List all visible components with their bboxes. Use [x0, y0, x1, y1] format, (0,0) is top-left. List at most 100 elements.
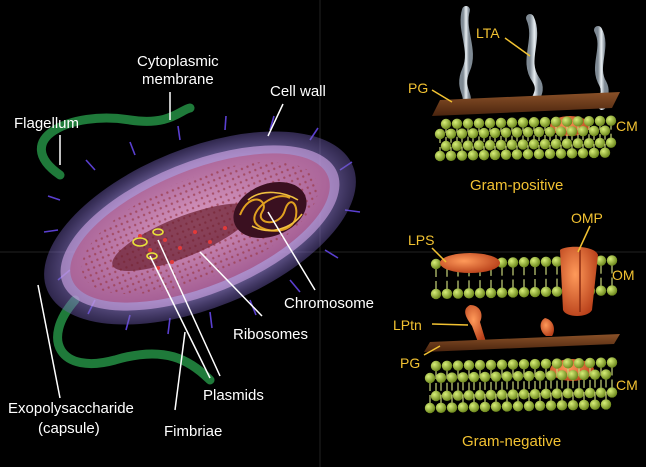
- label-exopolysaccharide-2: (capsule): [38, 420, 100, 437]
- label-fimbriae: Fimbriae: [164, 423, 222, 440]
- lipid-head: [467, 128, 479, 139]
- lipid-head: [584, 387, 596, 399]
- lipid-head: [600, 369, 612, 380]
- lipid-head: [446, 372, 458, 383]
- lipid-head: [556, 400, 568, 411]
- lipid-head: [566, 148, 578, 159]
- lipid-head: [606, 255, 618, 266]
- lipid-head: [550, 138, 562, 149]
- lipid-head: [551, 286, 563, 297]
- lipid-head: [452, 360, 464, 371]
- lipid-head: [440, 118, 452, 130]
- lipid-head: [606, 357, 618, 368]
- lipid-head: [507, 257, 519, 268]
- leader-lines: [37, 92, 316, 411]
- lipid-head: [501, 371, 513, 382]
- label-cm-gp: CM: [616, 118, 638, 134]
- cm-bilayer-gp: [434, 115, 617, 162]
- bacterium: Cytoplasmic membrane Cell wall Flagellum…: [8, 53, 374, 440]
- label-cytoplasmic-membrane-1: Cytoplasmic: [137, 53, 219, 70]
- lipid-head: [518, 257, 530, 268]
- label-lta: LTA: [476, 25, 500, 41]
- lipid-head: [600, 399, 612, 410]
- lipid-head: [540, 388, 552, 399]
- lipid-head: [545, 400, 557, 411]
- lipid-head: [478, 127, 490, 139]
- lipid-head: [485, 287, 497, 299]
- lipid-head: [534, 400, 546, 411]
- lipid-head: [463, 288, 475, 299]
- lipid-head: [555, 126, 567, 137]
- lipid-head: [523, 400, 535, 412]
- cm-bilayer-gn: [424, 357, 618, 414]
- lipid-head: [452, 288, 464, 299]
- lipid-head: [506, 139, 518, 150]
- flagellum-upper: [37, 103, 195, 180]
- lipid-head: [595, 387, 607, 398]
- label-exopolysaccharide-1: Exopolysaccharide: [8, 400, 134, 417]
- label-plasmids: Plasmids: [203, 387, 264, 404]
- lta-strand: [459, 6, 473, 106]
- lipid-head: [445, 150, 457, 161]
- lipid-head: [518, 359, 530, 370]
- lipid-head: [511, 127, 523, 138]
- lipid-head: [484, 139, 496, 151]
- lipid-head: [445, 128, 457, 139]
- lipid-head: [588, 147, 600, 159]
- lipid-head: [555, 148, 567, 159]
- lipid-head: [500, 149, 512, 160]
- chromosome: [233, 182, 307, 238]
- lipid-head: [517, 139, 529, 150]
- lipid-head: [539, 138, 551, 150]
- lipid-head: [430, 390, 442, 402]
- peptidoglycan-layer-gn: [424, 334, 620, 352]
- gram-positive-envelope: LTA PG CM Gram-positive: [408, 6, 638, 194]
- lipid-head: [529, 388, 541, 400]
- lipid-head: [434, 150, 446, 162]
- flagellum-lower: [53, 295, 215, 385]
- lipid-head: [451, 118, 463, 129]
- lipid-head: [533, 126, 545, 138]
- lipid-head: [478, 149, 490, 161]
- lipid-head: [489, 149, 501, 161]
- label-chromosome: Chromosome: [284, 295, 374, 312]
- lipoprotein: [465, 305, 486, 342]
- lipid-head: [440, 140, 452, 152]
- gram-negative-envelope: OMP LPS OM LPtn PG CM Gram-negative: [393, 210, 638, 450]
- label-cell-wall: Cell wall: [270, 83, 326, 100]
- lipid-head: [605, 115, 617, 126]
- lipid-head: [577, 147, 589, 159]
- omp-barrel: [560, 246, 598, 316]
- lipid-head: [457, 402, 469, 413]
- caption-gram-negative: Gram-negative: [462, 433, 561, 450]
- lipid-head: [457, 372, 469, 383]
- lipid-head: [474, 359, 486, 371]
- lipid-head: [507, 359, 519, 370]
- lipid-head: [512, 371, 524, 382]
- lipid-head: [490, 371, 502, 382]
- lipid-head: [566, 126, 578, 137]
- lipid-head: [584, 357, 596, 369]
- lipid-head: [606, 285, 618, 296]
- label-cytoplasmic-membrane-2: membrane: [142, 71, 214, 88]
- lipid-head: [588, 125, 600, 137]
- lipid-head: [489, 127, 501, 139]
- lps-protein: [440, 253, 500, 273]
- lipid-head: [512, 401, 524, 412]
- lipid-head: [545, 370, 557, 381]
- lipid-head: [595, 357, 607, 368]
- lipid-head: [430, 258, 442, 270]
- lipid-head: [451, 140, 463, 151]
- lipid-head: [551, 388, 563, 399]
- lipid-head: [594, 137, 606, 149]
- lipid-head: [462, 118, 474, 129]
- lipid-head: [534, 370, 546, 381]
- lipid-head: [551, 358, 563, 369]
- label-pg-gp: PG: [408, 80, 428, 96]
- lipid-head: [522, 127, 534, 138]
- lipid-head: [539, 116, 551, 128]
- lipid-head: [561, 116, 573, 127]
- lipid-head: [577, 125, 589, 137]
